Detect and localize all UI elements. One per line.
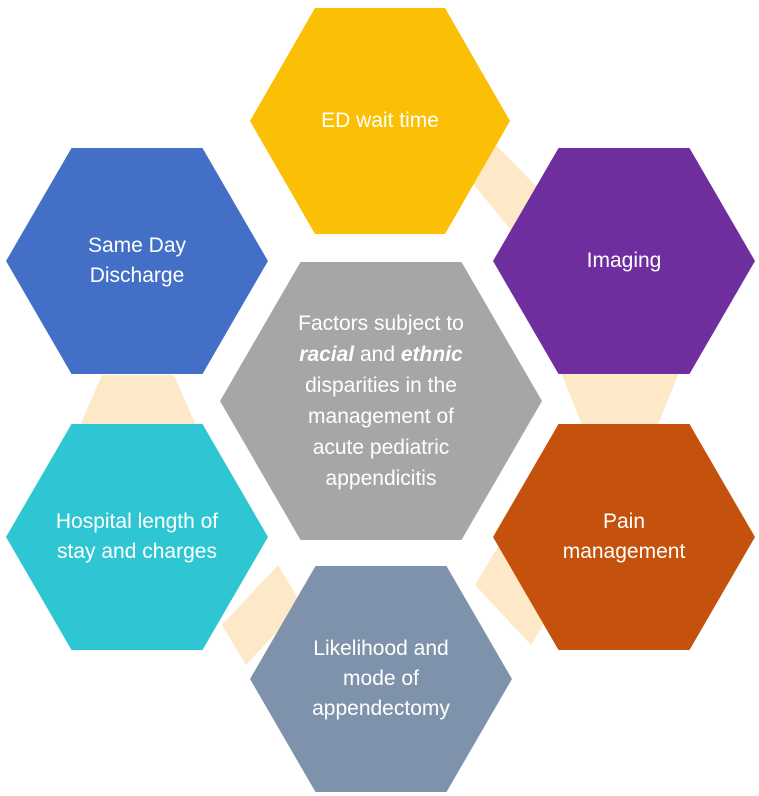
connector-hospital-discharge	[78, 375, 198, 430]
hex-ed-wait-time: ED wait time	[250, 8, 510, 234]
center-and: and	[354, 343, 401, 366]
hex-appendectomy: Likelihood and mode of appendectomy	[250, 566, 512, 792]
hex-hospital-stay-label: Hospital length of stay and charges	[55, 510, 219, 563]
hex-hospital-stay: Hospital length of stay and charges	[6, 424, 268, 650]
hex-center-title: Factors subject to racial and ethnic dispa…	[220, 262, 542, 540]
connector-imaging-pain	[560, 370, 680, 430]
hex-same-day-discharge: Same Day Discharge	[6, 148, 268, 374]
hex-pain-management-label: Pain management	[562, 510, 686, 563]
center-rest: disparities in the management of acute p…	[305, 374, 457, 490]
hex-same-day-discharge-label: Same Day Discharge	[87, 234, 187, 287]
hex-appendectomy-label: Likelihood and mode of appendectomy	[312, 637, 450, 720]
hex-imaging: Imaging	[493, 148, 755, 374]
center-title: Factors subject to racial and ethnic dispa…	[220, 308, 542, 494]
hex-ed-wait-time-label: ED wait time	[321, 109, 439, 132]
center-ethnic: ethnic	[400, 343, 463, 366]
center-racial: racial	[299, 343, 355, 366]
center-line1: Factors subject to	[298, 312, 464, 335]
hex-imaging-label: Imaging	[586, 249, 662, 272]
hex-pain-management: Pain management	[493, 424, 755, 650]
